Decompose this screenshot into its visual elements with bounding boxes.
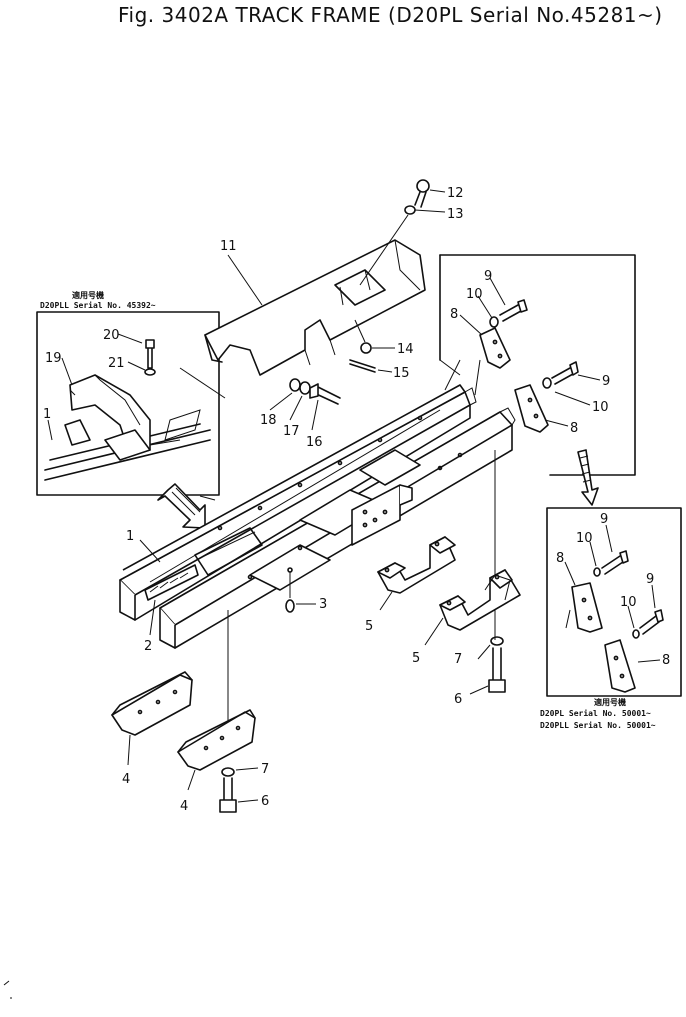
callout-9-top-b: 9	[602, 374, 610, 389]
callout-4-lower: 4	[180, 799, 188, 814]
callout-8-bottom-a: 8	[556, 551, 564, 566]
callout-10-bottom-b: 10	[620, 595, 637, 610]
callout-14: 14	[397, 342, 414, 357]
plug-3	[285, 567, 316, 613]
shoe-4-lower	[177, 709, 256, 791]
callout-6-left: 6	[261, 794, 269, 809]
callout-4-upper: 4	[122, 772, 130, 787]
inset-right-bottom	[546, 507, 682, 697]
callout-1-main: 1	[126, 529, 134, 544]
callout-10-top-b: 10	[592, 400, 609, 415]
bracket-5-upper	[377, 536, 456, 611]
callout-2: 2	[144, 639, 152, 654]
callout-8-top-a: 8	[450, 307, 458, 322]
figure-title: Fig. 3402A TRACK FRAME (D20PL Serial No.…	[118, 3, 663, 27]
callout-9-bottom-b: 9	[646, 572, 654, 587]
callout-9-bottom-a: 9	[600, 512, 608, 527]
callout-7-right: 7	[454, 652, 462, 667]
callout-3: 3	[319, 597, 327, 612]
callout-10-top-a: 10	[466, 287, 483, 302]
callout-8-bottom-b: 8	[662, 653, 670, 668]
callout-12: 12	[447, 186, 464, 201]
callout-7-left: 7	[261, 762, 269, 777]
bolt-16	[269, 378, 341, 431]
callout-13: 13	[447, 207, 464, 222]
hatched-arrow-left	[157, 483, 206, 529]
callout-11: 11	[220, 239, 237, 254]
nut-14	[349, 319, 395, 373]
callout-5-upper: 5	[365, 619, 373, 634]
inset-left-serial: D20PLL Serial No. 45392~	[40, 300, 156, 310]
bolt-6-right	[469, 636, 506, 695]
bolt-12	[359, 179, 446, 286]
bolt-6-left	[219, 767, 259, 813]
inset-right-jp-label: 適用号機	[594, 697, 626, 707]
track-frame-1	[119, 384, 516, 740]
inset-left: 適用号機 D20PLL Serial No. 45392~	[36, 290, 220, 496]
callout-15: 15	[393, 366, 410, 381]
callout-18: 18	[260, 413, 277, 428]
callout-19: 19	[45, 351, 62, 366]
callout-21: 21	[108, 356, 125, 371]
inset-right-serial-1: D20PL Serial No. 50001~	[540, 708, 651, 718]
inset-right-serial-2: D20PLL Serial No. 50001~	[540, 720, 656, 730]
cover-11	[204, 239, 426, 376]
callout-6-right: 6	[454, 692, 462, 707]
callout-17: 17	[283, 424, 300, 439]
callout-9-top-a: 9	[484, 269, 492, 284]
inset-right-top	[439, 254, 636, 476]
shoe-4-upper	[111, 671, 193, 766]
bracket-5-lower	[424, 569, 521, 646]
inset-left-jp-label: 適用号機	[72, 290, 104, 300]
callout-16: 16	[306, 435, 323, 450]
callout-5-lower: 5	[412, 651, 420, 666]
callout-10-bottom-a: 10	[576, 531, 593, 546]
callout-1-inset: 1	[43, 407, 51, 422]
callout-20: 20	[103, 328, 120, 343]
hatched-arrow-right	[577, 449, 599, 506]
callout-8-top-b: 8	[570, 421, 578, 436]
